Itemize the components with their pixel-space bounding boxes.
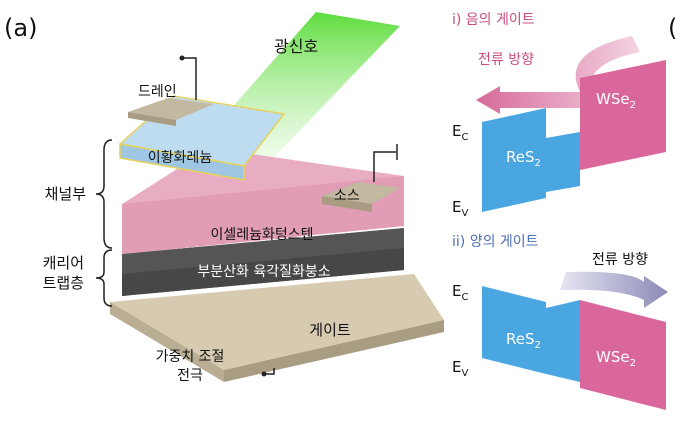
positive-res2-band xyxy=(482,286,580,382)
channel-label: 채널부 xyxy=(45,185,87,203)
positive-gate-title: ii) 양의 게이트 xyxy=(452,234,539,250)
negative-gate-title: i) 음의 게이트 xyxy=(452,12,535,28)
gate-front-face xyxy=(224,320,444,382)
res2-front-face xyxy=(119,143,245,181)
right-cut-char: ( xyxy=(668,14,677,42)
res2-material-label: 이황화레늄 xyxy=(148,150,213,166)
drain-contact-top xyxy=(128,98,214,120)
gate-left-face xyxy=(110,302,224,382)
drain-contact-front xyxy=(128,112,176,126)
source-contact-top xyxy=(322,182,400,204)
trap-label-line2: 트랩층 xyxy=(43,274,84,292)
positive-wse2-band xyxy=(580,300,666,410)
negative-ev-label: EV xyxy=(452,198,468,219)
negative-ec-label: EC xyxy=(452,122,468,143)
negative-current-label: 전류 방향 xyxy=(478,52,534,68)
negative-wse2-band xyxy=(580,60,666,170)
drain-lead-wire xyxy=(184,57,197,100)
positive-current-label: 전류 방향 xyxy=(592,252,648,268)
weight-electrode-lead xyxy=(266,368,275,375)
source-lead-wire xyxy=(373,151,396,182)
gate-label: 게이트 xyxy=(309,321,351,339)
channel-brace xyxy=(95,139,113,249)
wse2-material-label: 이셀레늄화텅스텐 xyxy=(210,227,313,243)
positive-ev-label: EV xyxy=(452,358,468,379)
light-signal-label: 광신호 xyxy=(274,37,318,56)
weight-electrode-dot xyxy=(261,371,267,377)
drain-label: 드레인 xyxy=(138,84,177,100)
weight-electrode-label-line2: 전극 xyxy=(177,368,203,384)
trap-brace xyxy=(95,249,113,307)
negative-current-arrow xyxy=(476,36,640,114)
negative-res2-label: ReS2 xyxy=(506,148,541,169)
weight-electrode-label-line1: 가중치 조절 xyxy=(156,349,225,365)
negative-res2-band xyxy=(482,108,580,212)
drain-terminal-dot xyxy=(179,55,185,61)
source-contact-front xyxy=(322,196,372,212)
gate-top-face xyxy=(110,274,444,370)
positive-res2-label: ReS2 xyxy=(506,330,541,351)
positive-ec-label: EC xyxy=(452,282,468,303)
positive-current-arrow xyxy=(560,271,668,308)
hbn-front-face xyxy=(122,248,404,296)
negative-wse2-label: WSe2 xyxy=(596,90,636,111)
positive-wse2-label: WSe2 xyxy=(596,348,636,369)
panel-label: (a) xyxy=(4,14,37,42)
hbn-label: 부분산화 육각질화붕소 xyxy=(197,264,330,280)
source-label: 소스 xyxy=(334,188,360,204)
trap-label-line1: 캐리어 xyxy=(43,254,84,272)
